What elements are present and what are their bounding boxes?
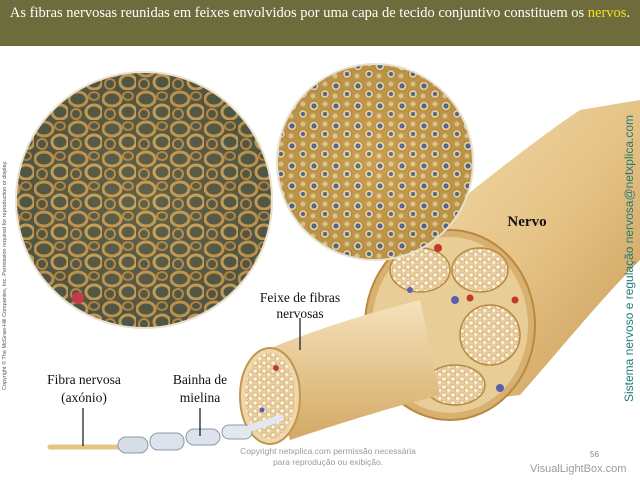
title-end: . — [626, 5, 631, 21]
page-number: 56 — [590, 450, 599, 459]
fascicle — [451, 247, 509, 293]
myelin-segment — [185, 428, 221, 446]
slide-title: As fibras nervosas reunidas em feixes en… — [0, 0, 640, 46]
nerve-illustration — [15, 63, 640, 454]
watermark-link[interactable]: VisualLightBox.com — [530, 463, 627, 475]
fascicle-bundle — [262, 300, 440, 440]
label-nerve: Nervo — [507, 214, 547, 230]
myelin-segment — [149, 432, 185, 451]
footer-copyright: Copyright netxplica.com permissão necess… — [240, 446, 416, 467]
label-myelin-sheath: Bainha de mielina — [172, 372, 228, 405]
label-fiber-bundle: Feixe de fibras nervosas — [259, 290, 341, 321]
title-text: As fibras nervosas reunidas em feixes en… — [9, 5, 588, 21]
title-highlight: nervos — [587, 5, 627, 21]
label-nerve-fiber: Fibra nervosa (axónio) — [47, 372, 121, 405]
copyright-notice: Copyright © The McGraw-Hill Companies, I… — [2, 160, 8, 390]
myelin-segment — [221, 424, 253, 440]
fascicle — [459, 304, 521, 366]
myelin-segment — [117, 436, 149, 454]
credit-text: Sistema nervoso e regulação nervosa@netx… — [622, 115, 636, 402]
